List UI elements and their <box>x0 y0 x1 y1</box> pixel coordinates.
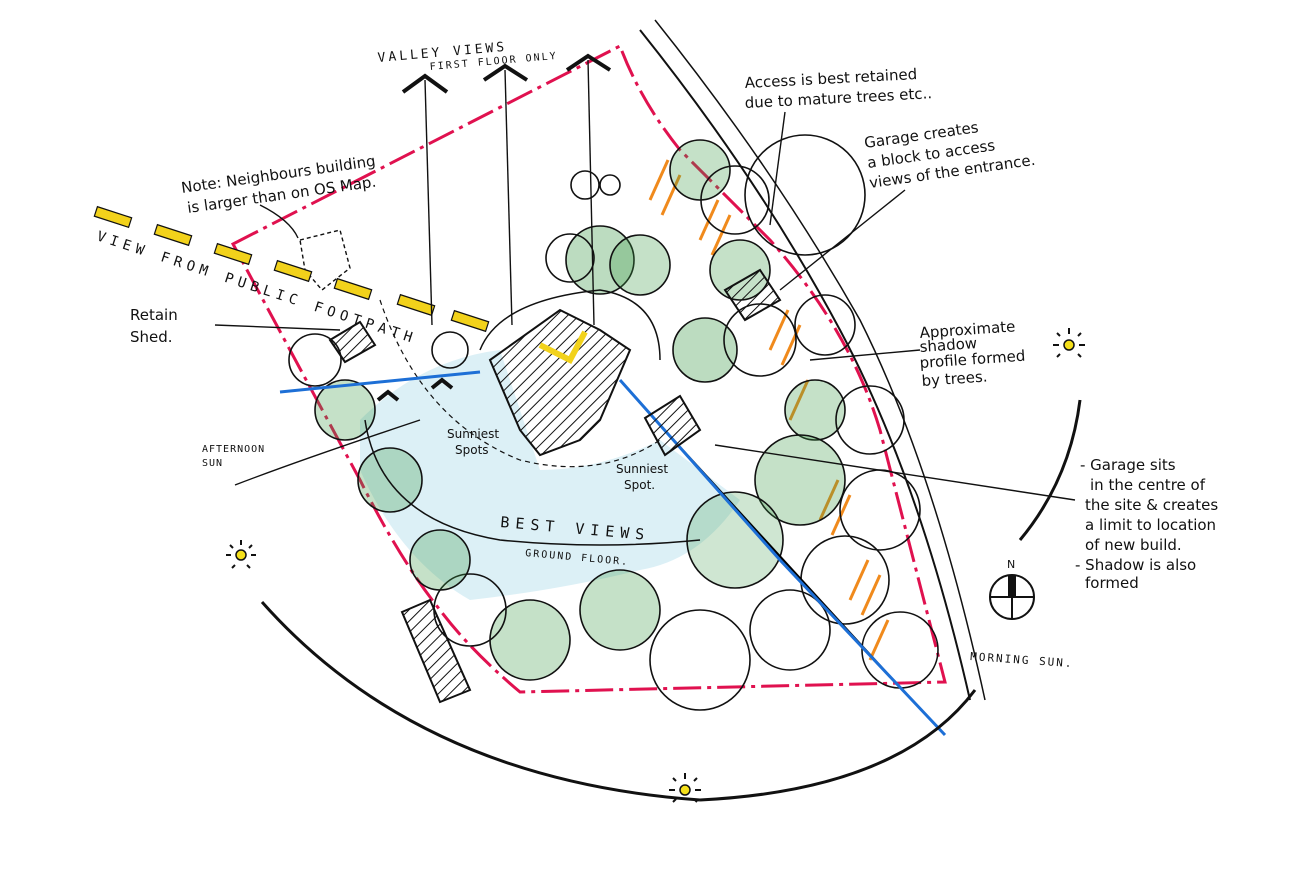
shadow-profile-4: by trees. <box>921 367 988 390</box>
retain-shed <box>328 320 377 364</box>
entrance-marker <box>538 330 588 364</box>
annotation-leaders <box>214 111 1076 501</box>
north-arrow-icon <box>989 574 1035 620</box>
retain-shed-2: Shed. <box>130 328 173 346</box>
shadow-line <box>279 370 481 394</box>
shadow-profile-2: shadow <box>919 334 978 356</box>
sunniest-spots-2: Spots <box>455 443 489 457</box>
morning-sun-label: MORNING SUN. <box>970 650 1074 670</box>
sunniest-spot-1: Sunniest <box>616 462 668 476</box>
footpath-dashes <box>93 205 490 333</box>
garage-centre-6: - Shadow is also <box>1075 556 1196 574</box>
afternoon-sun-1: AFTERNOON <box>202 444 265 455</box>
site-boundary <box>230 43 947 694</box>
best-views-arc <box>364 419 701 546</box>
road-edge-inner <box>654 19 986 701</box>
retain-shed-1: Retain <box>130 306 178 324</box>
garage-centre-1: - Garage sits <box>1080 456 1176 474</box>
garage-entrance <box>723 268 782 322</box>
sun-path-arc <box>260 601 701 802</box>
garage-centre-4: a limit to location <box>1085 516 1216 534</box>
garage-centre-3: the site & creates <box>1085 496 1218 514</box>
lawn-area <box>360 350 740 600</box>
garage-centre-7: formed <box>1085 574 1139 592</box>
sun-path-arc-east <box>1018 399 1082 541</box>
existing-house <box>488 308 632 457</box>
sun-icon <box>226 540 256 569</box>
sunniest-spots-1: Sunniest <box>447 427 499 441</box>
house-arc <box>479 289 661 361</box>
dashed-boundary-inner <box>379 299 661 468</box>
neighbour-outline <box>299 229 351 291</box>
neighbour-building <box>400 598 472 704</box>
text-labels: VALLEY VIEWS FIRST FLOOR ONLY Note: Neig… <box>95 40 1219 670</box>
view-chevron-icon <box>376 53 612 402</box>
sun-path-arc-right <box>699 689 977 802</box>
valley-view-lines <box>424 59 595 326</box>
north-label: N <box>1007 558 1015 571</box>
sunniest-spot-2: Spot. <box>624 478 655 492</box>
afternoon-sun-2: SUN <box>202 458 223 469</box>
garage-centre-5: of new build. <box>1085 536 1182 554</box>
sun-icon <box>1053 328 1085 358</box>
garage <box>643 394 702 457</box>
sun-icon <box>669 773 701 803</box>
road-edge <box>639 29 971 701</box>
garage-centre-2: in the centre of <box>1090 476 1206 494</box>
orange-hatching <box>648 159 890 661</box>
